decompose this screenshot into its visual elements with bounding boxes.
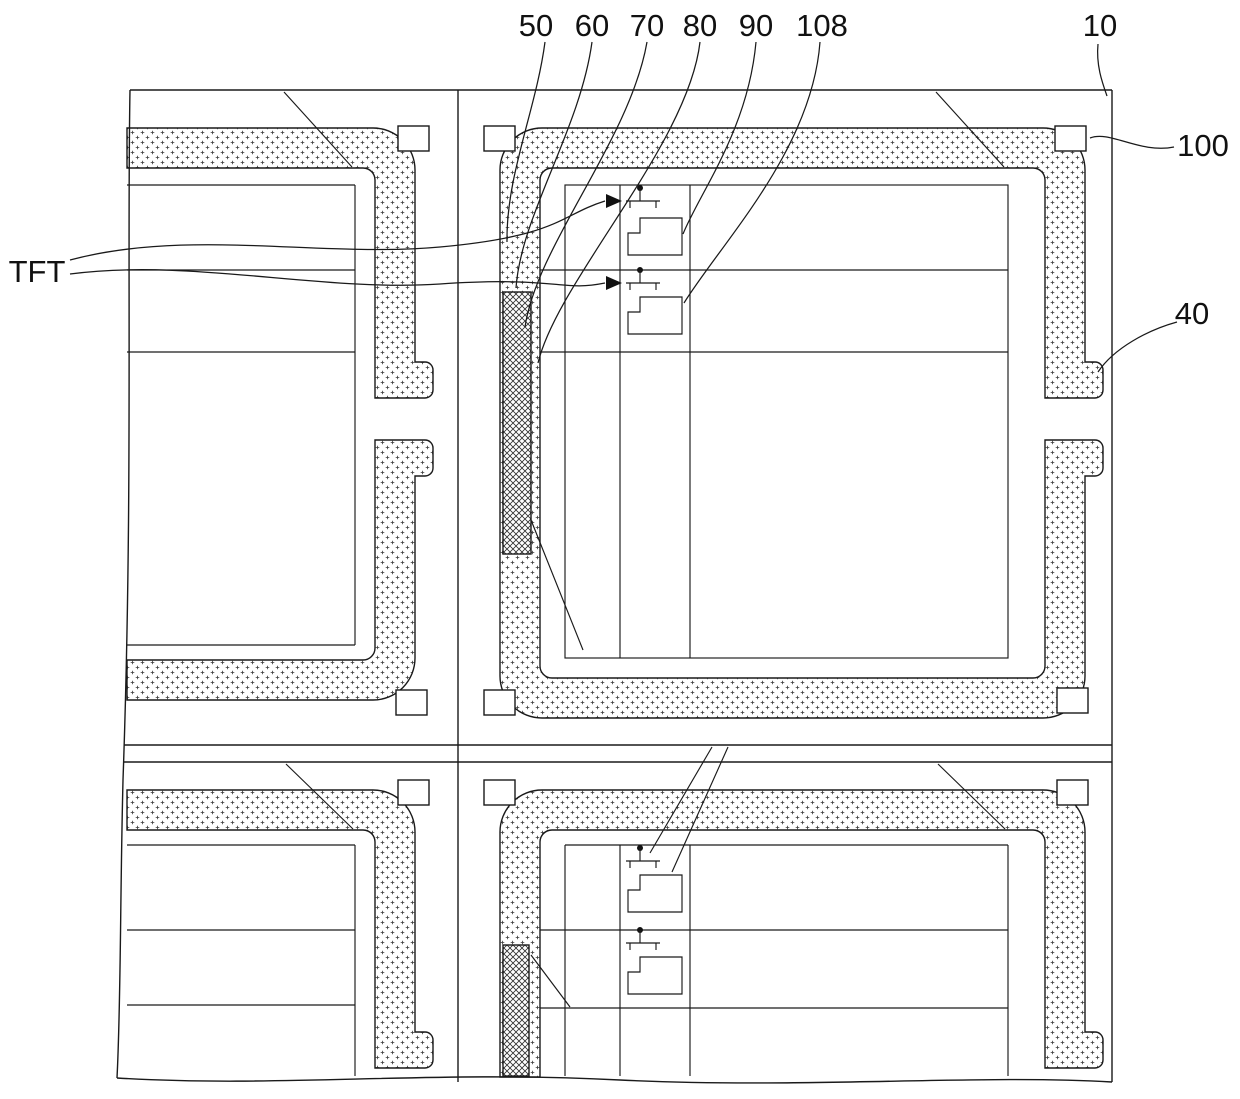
contact-pad <box>483 689 516 716</box>
band-upper-left-top <box>126 127 434 399</box>
tft-gate-structure <box>626 930 660 950</box>
leader-line-90 <box>682 41 757 235</box>
label-tft: TFT <box>9 254 66 289</box>
tft-drain-electrode <box>627 874 683 913</box>
data-line-bar-lower <box>502 944 530 1077</box>
break-line <box>649 746 713 854</box>
mask-break-lines <box>283 91 1006 830</box>
reference-labels: 50 60 70 80 90 108 10 100 40 TFT <box>9 8 1229 331</box>
leader-line-108 <box>683 41 821 304</box>
pixel-electrode-outline <box>564 184 1009 659</box>
break-line <box>285 763 354 830</box>
leader-line-tft-1 <box>69 200 606 261</box>
break-line <box>283 91 353 168</box>
break-line <box>937 763 1006 830</box>
tft-symbol-upper-2 <box>606 267 683 335</box>
data-line-link <box>530 519 584 651</box>
band-lower-left <box>126 789 434 1069</box>
tft-drain-electrode <box>627 217 683 256</box>
contact-pads <box>395 125 1089 806</box>
band-upper-right-ring <box>499 127 1104 719</box>
leader-lines <box>69 41 1178 373</box>
label-108: 108 <box>796 8 848 43</box>
label-60: 60 <box>575 8 609 43</box>
stipple-bands <box>126 127 1104 1078</box>
data-line-bar-upper <box>502 291 532 555</box>
leader-line-50 <box>506 41 546 243</box>
leader-line-60 <box>515 41 593 289</box>
tft-symbol-lower-1 <box>626 845 683 913</box>
pixel-structure-lower-left <box>127 844 356 1076</box>
contact-pad <box>397 779 430 806</box>
contact-pad <box>1056 779 1089 806</box>
label-40: 40 <box>1175 296 1209 331</box>
tft-symbol-upper-1 <box>606 185 683 256</box>
break-line <box>935 91 1005 168</box>
leader-line-tft-2 <box>69 269 606 287</box>
label-50: 50 <box>519 8 553 43</box>
leader-line-70 <box>524 41 648 328</box>
frame-left-torn-edge <box>116 89 131 1079</box>
pointer-arrowhead-icon <box>606 194 622 208</box>
label-80: 80 <box>683 8 717 43</box>
contact-pad <box>1056 687 1089 714</box>
contact-pad <box>397 125 430 152</box>
break-line <box>671 746 729 873</box>
substrate-frame <box>116 89 1113 1084</box>
tft-gate-structure <box>626 188 660 208</box>
crosshatch-bars <box>502 291 532 1077</box>
pixel-structure-upper-right <box>530 184 1009 659</box>
tft-gate-structure <box>626 848 660 868</box>
band-upper-left-bottom <box>126 439 434 701</box>
contact-pad <box>483 125 516 152</box>
pixel-structure-upper-left <box>127 184 356 646</box>
band-lower-right-ring <box>499 789 1104 1078</box>
label-70: 70 <box>630 8 664 43</box>
contact-pad <box>1054 125 1087 152</box>
contact-pad <box>483 779 516 806</box>
tft-gate-structure <box>626 270 660 290</box>
tft-symbol-lower-2 <box>626 927 683 995</box>
tft-drain-electrode <box>627 956 683 995</box>
leader-line-100 <box>1089 135 1175 149</box>
pointer-arrowhead-icon <box>606 276 622 290</box>
tft-drain-electrode <box>627 296 683 335</box>
leader-line-40 <box>1097 321 1178 373</box>
leader-line-10 <box>1096 43 1108 97</box>
label-90: 90 <box>739 8 773 43</box>
label-10: 10 <box>1083 8 1117 43</box>
data-line-link <box>530 954 571 1008</box>
label-100: 100 <box>1177 128 1229 163</box>
leader-line-80 <box>537 41 701 364</box>
contact-pad <box>395 689 428 716</box>
frame-bottom-torn-edge <box>116 1076 1113 1084</box>
pixel-structure-lower-right <box>530 746 1009 1076</box>
